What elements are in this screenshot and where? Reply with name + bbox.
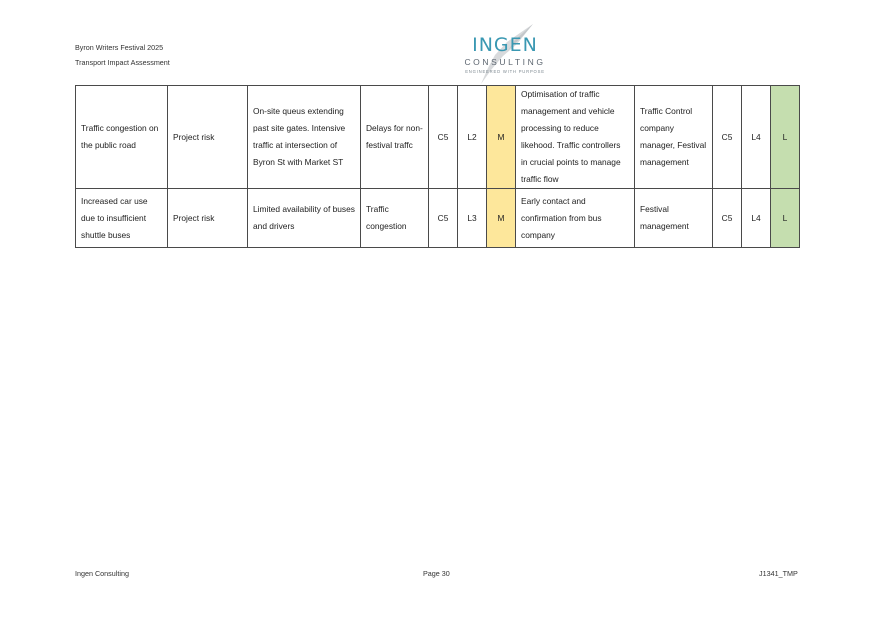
likelihood-cell: L3 <box>457 188 487 248</box>
risk-issue-cell: Traffic congestion on the public road <box>75 85 168 189</box>
residual-rating-cell: L <box>770 188 800 248</box>
responsible-cell: Traffic Control company manager, Festiva… <box>634 85 713 189</box>
risk-rating-cell: M <box>486 85 516 189</box>
footer-company: Ingen Consulting <box>75 569 129 578</box>
footer-document-code: J1341_TMP <box>759 569 798 578</box>
company-logo: INGEN CONSULTING ENGINEERED WITH PURPOSE <box>455 22 555 88</box>
residual-consequence-cell: C5 <box>712 85 742 189</box>
header-project-title: Byron Writers Festival 2025 <box>75 43 164 52</box>
risk-type-cell: Project risk <box>167 188 248 248</box>
residual-likelihood-cell: L4 <box>741 85 771 189</box>
mitigation-cell: Early contact and confirmation from bus … <box>515 188 635 248</box>
footer-page-number: Page 30 <box>423 569 450 578</box>
logo-tagline: ENGINEERED WITH PURPOSE <box>465 69 545 74</box>
header-document-title: Transport Impact Assessment <box>75 58 170 67</box>
risk-impact-cell: Delays for non-festival traffc <box>360 85 429 189</box>
likelihood-cell: L2 <box>457 85 487 189</box>
table-row: Increased car use due to insufficient sh… <box>75 188 800 248</box>
residual-rating-cell: L <box>770 85 800 189</box>
document-header: Byron Writers Festival 2025 Transport Im… <box>75 40 170 70</box>
mitigation-cell: Optimisation of traffic management and v… <box>515 85 635 189</box>
residual-consequence-cell: C5 <box>712 188 742 248</box>
risk-rating-cell: M <box>486 188 516 248</box>
risk-issue-cell: Increased car use due to insufficient sh… <box>75 188 168 248</box>
risk-type-cell: Project risk <box>167 85 248 189</box>
risk-cause-cell: Limited availability of buses and driver… <box>247 188 361 248</box>
consequence-cell: C5 <box>428 85 458 189</box>
risk-impact-cell: Traffic congestion <box>360 188 429 248</box>
consequence-cell: C5 <box>428 188 458 248</box>
logo-subtitle: CONSULTING <box>464 57 546 67</box>
risk-cause-cell: On-site queus extending past site gates.… <box>247 85 361 189</box>
risk-register-table: Traffic congestion on the public road Pr… <box>75 85 800 248</box>
logo-swoosh-icon <box>481 24 533 84</box>
residual-likelihood-cell: L4 <box>741 188 771 248</box>
logo-wordmark: INGEN <box>472 34 538 56</box>
table-row: Traffic congestion on the public road Pr… <box>75 85 800 189</box>
responsible-cell: Festival management <box>634 188 713 248</box>
